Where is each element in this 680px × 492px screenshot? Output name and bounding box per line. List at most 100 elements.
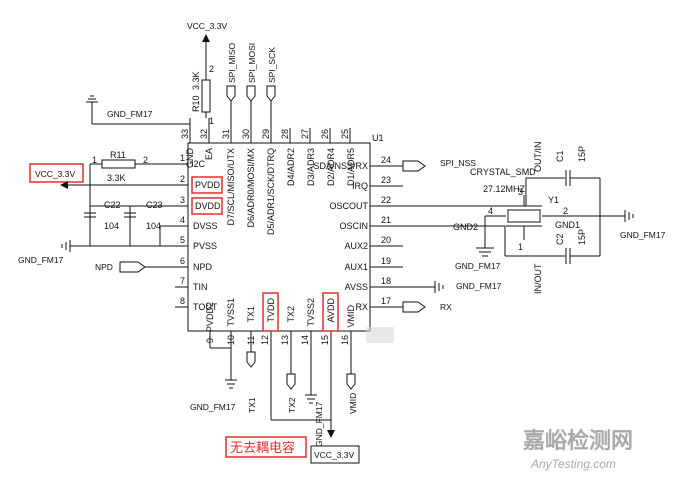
pin-21-name: OSCIN <box>339 221 368 231</box>
c23-ref: C23 <box>146 200 163 210</box>
y1-outin: OUT/IN <box>533 142 543 173</box>
watermark-cn: 嘉峪检测网 <box>523 428 633 454</box>
pin-20-num: 20 <box>381 235 391 245</box>
c22-val: 104 <box>104 221 119 231</box>
spi-nss-connector <box>402 160 426 172</box>
c1-val: 15P <box>577 146 587 162</box>
r10-body <box>201 79 211 113</box>
pin-29-name: D5/ADR1/SCK/DTRQ <box>266 148 276 235</box>
npd-label: NPD <box>95 262 113 272</box>
pin-31-num: 31 <box>221 129 231 139</box>
y1-freq: 27.12MHZ <box>483 184 526 194</box>
r11-pin2: 2 <box>143 155 148 165</box>
spi-sck-label: SPI_SCK <box>267 47 277 83</box>
spi-miso-label: SPI_MISO <box>227 42 237 83</box>
y1-p2: 2 <box>563 206 568 216</box>
pin-22-name: OSCOUT <box>329 201 368 211</box>
pin-32-name: EA <box>204 148 214 160</box>
vcc-left-arrow <box>60 181 68 189</box>
pin-4-name: DVSS <box>193 221 218 231</box>
pin-1-num: 1 <box>180 153 185 163</box>
pvdd-highlight <box>191 176 223 194</box>
rx-connector <box>402 301 426 313</box>
y1-p1: 1 <box>518 242 523 252</box>
pin-5-num: 5 <box>180 235 185 245</box>
tx1-label: TX1 <box>247 397 257 413</box>
pin-11-name: TX1 <box>246 306 256 323</box>
y1-inout: IN/OUT <box>533 263 543 294</box>
pin-3-num: 3 <box>180 195 185 205</box>
vmid-connector <box>346 373 356 390</box>
annotation-text: 无去耦电容 <box>230 440 295 456</box>
smudge <box>366 327 394 343</box>
right-pins: 24 SDA/NSS/RX 23 IRQ 22 OSCOUT 21 OSCIN … <box>313 155 403 312</box>
pin-27-num: 27 <box>300 129 310 139</box>
pin-2-num: 2 <box>180 174 185 184</box>
spi-nss-label: SPI_NSS <box>440 158 476 168</box>
crystal-block: C1 15P C2 15P GND_FM17 GND_FM17 CRYSTAL_… <box>403 142 666 294</box>
pin-13-name: TX2 <box>286 306 296 323</box>
r10-val: 3.3K <box>191 71 201 90</box>
pin-23-name: IRQ <box>352 181 368 191</box>
pin-12-num: 12 <box>260 335 270 345</box>
pin-30-name: D6/ADR0/MOSI/MX <box>246 148 256 228</box>
r10-pin-top: 2 <box>209 64 214 74</box>
y1-gnd1: GND1 <box>555 220 580 230</box>
pin-6-name: NPD <box>193 262 213 272</box>
pin-3-name: DVDD <box>195 201 221 211</box>
c2-val: 15P <box>577 229 587 245</box>
pin-17-num: 17 <box>381 296 391 306</box>
pin-8-num: 8 <box>180 296 185 306</box>
tx2-label: TX2 <box>287 397 297 413</box>
pin-22-num: 22 <box>381 195 391 205</box>
vcc-left-label: VCC_3.3V <box>35 169 75 179</box>
watermark-en: AnyTesting.com <box>530 457 616 471</box>
gnd-r-top-label: GND_FM17 <box>107 109 153 119</box>
pin-18-num: 18 <box>381 276 391 286</box>
pin-15-name: AVDD <box>326 298 336 323</box>
pin-32-num: 32 <box>199 129 209 139</box>
vcc-bottom-arrow <box>327 430 335 438</box>
y1-ref: Y1 <box>548 195 559 205</box>
pin-10-num: 10 <box>226 335 236 345</box>
pin-9-num: 9 <box>205 338 215 343</box>
pin-9-name: PVDD2 <box>205 302 215 332</box>
spi-top-nets: SPI_MISO SPI_MOSI SPI_SCK <box>226 42 277 118</box>
pin-24-name: SDA/NSS/RX <box>313 161 368 171</box>
y1-gnd2: GND2 <box>453 222 478 232</box>
pin-25-name: D1/ADR5 <box>346 148 356 186</box>
pin-30-num: 30 <box>241 129 251 139</box>
c2-ref: C2 <box>555 233 565 245</box>
tx2-connector <box>286 373 296 390</box>
npd-connector <box>119 261 146 273</box>
pin-4-num: 4 <box>180 215 185 225</box>
pin-17-name: RX <box>355 302 368 312</box>
left-pins: 1 I2C 2 PVDD 3 DVDD 4 DVSS 5 PVSS 6 NPD … <box>150 153 221 312</box>
gnd-avss-label: GND_FM17 <box>456 281 502 291</box>
pin-19-name: AUX1 <box>344 262 368 272</box>
pin-21-num: 21 <box>381 215 391 225</box>
pin-29-num: 29 <box>261 129 271 139</box>
annotation-box <box>225 436 307 458</box>
pin-23-num: 23 <box>381 175 391 185</box>
pin-14-name: TVSS2 <box>306 298 316 327</box>
pin-28-name: D4/ADR2 <box>286 148 296 186</box>
pin-26-name: D2/ADR4 <box>326 148 336 186</box>
dvdd-highlight <box>191 197 223 215</box>
spi-mosi-label: SPI_MOSI <box>247 43 257 83</box>
r11-val: 3.3K <box>107 173 126 183</box>
pin-15-num: 15 <box>320 335 330 345</box>
bottom-pins: 9 PVDD2 10 TVSS1 11 TX1 12 TVDD 13 TX2 1… <box>205 298 356 395</box>
pin-6-num: 6 <box>180 256 185 266</box>
r11-ref: R11 <box>110 150 126 160</box>
pin-12-name: TVDD <box>266 298 276 323</box>
avdd-highlight <box>322 292 339 332</box>
pin-26-num: 26 <box>320 129 330 139</box>
tx1-connector <box>246 351 256 368</box>
r11-body <box>101 159 136 169</box>
ic-body <box>187 142 371 332</box>
y1-p3: 3 <box>518 187 523 197</box>
c1-ref: C1 <box>555 150 565 162</box>
